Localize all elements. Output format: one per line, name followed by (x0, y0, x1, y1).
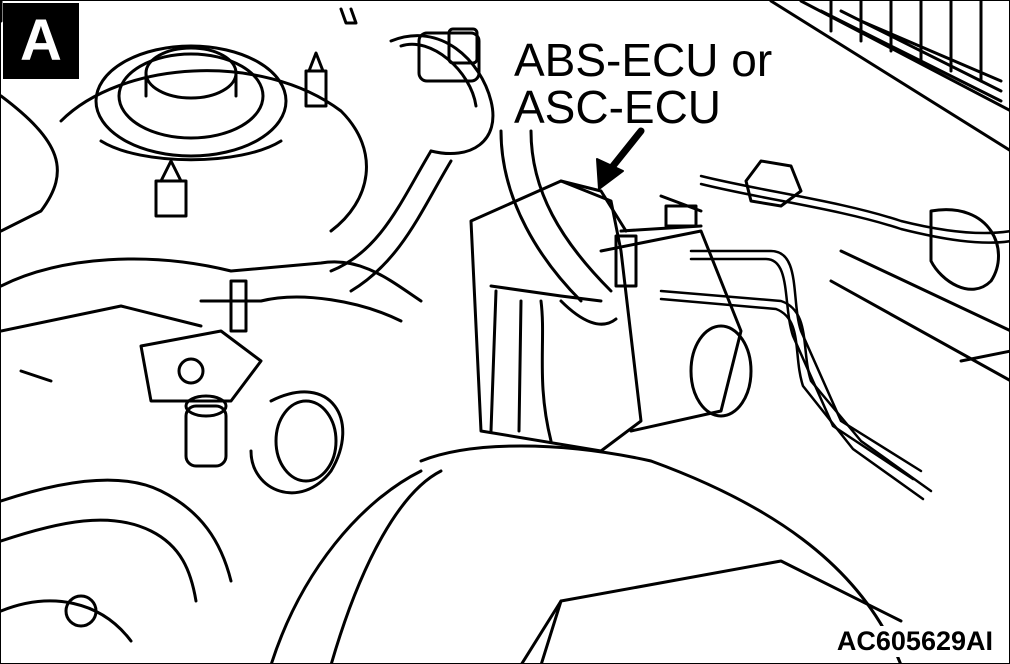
callout-arrow (596, 127, 645, 190)
fender-edge (1, 257, 423, 303)
callout-label: ABS-ECU or ASC-ECU (514, 37, 772, 131)
radiator-grille (769, 1, 1009, 152)
callout-line-2: ASC-ECU (514, 81, 722, 133)
hose (499, 129, 613, 303)
bracket (139, 329, 263, 403)
brake-lines (659, 174, 1009, 501)
line-clip (744, 159, 803, 208)
view-badge: A (3, 3, 79, 79)
air-cleaner (270, 444, 903, 663)
figure-code: AC605629AI (834, 626, 995, 657)
wire-harness (199, 27, 495, 323)
coolant-hoses (1, 390, 345, 643)
abs-hydraulic-unit (469, 179, 753, 453)
body-panel (1, 1, 59, 233)
strut-tower (59, 44, 368, 233)
callout-line-1: ABS-ECU or (514, 34, 773, 86)
stud-bolts (154, 7, 358, 218)
